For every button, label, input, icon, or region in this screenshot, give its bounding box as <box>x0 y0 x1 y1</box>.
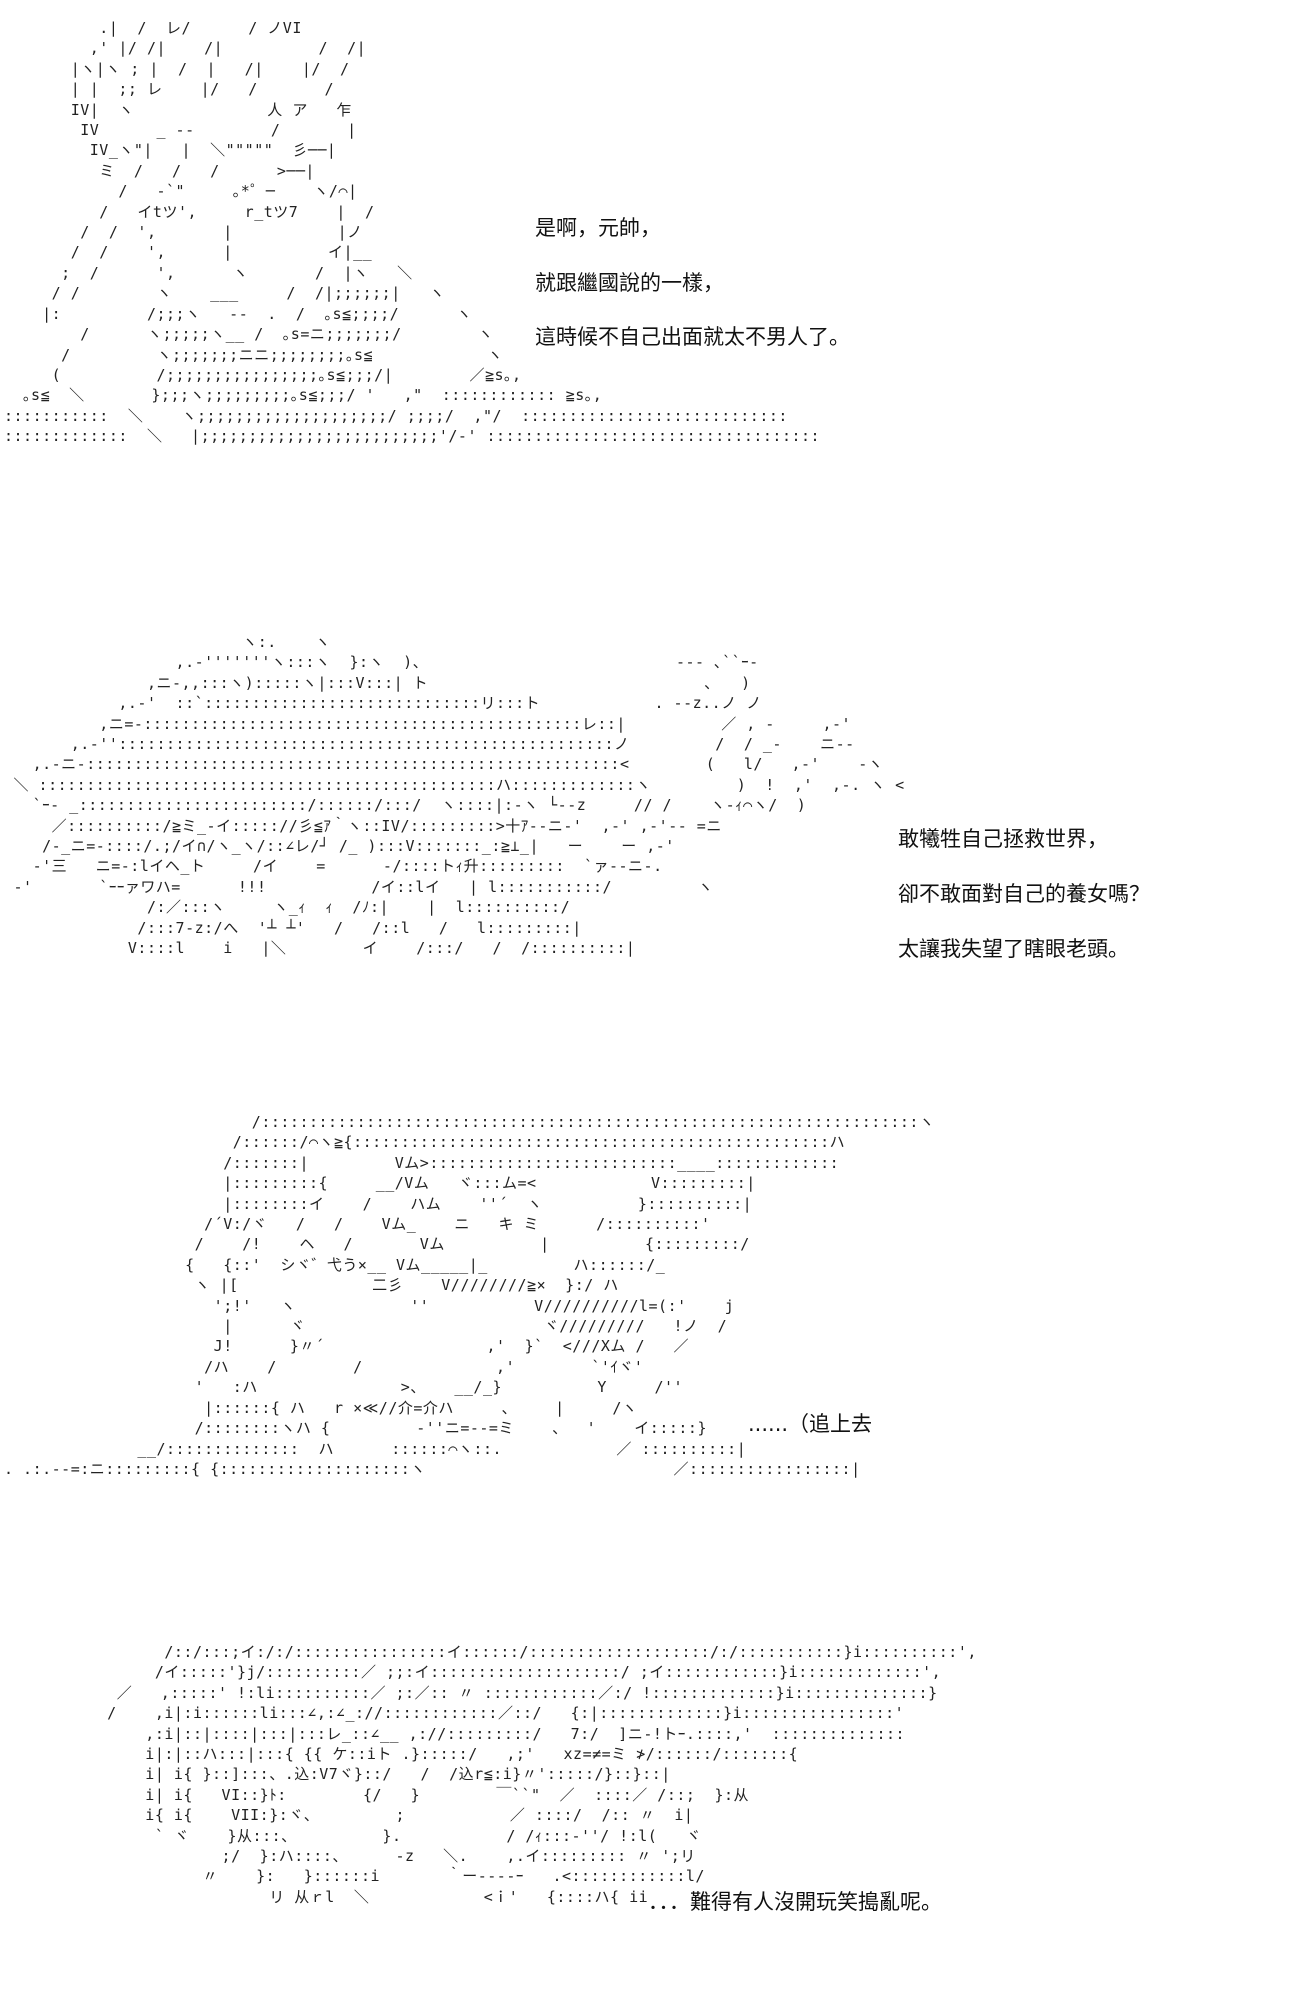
dialogue-line: ．．．難得有人沒開玩笑搗亂呢。 <box>648 1890 942 1914</box>
dialogue-line: 是啊，元帥， <box>535 216 661 240</box>
ascii-art-panel-3: /:::::::::::::::::::::::::::::::::::::::… <box>4 1113 935 1478</box>
ascii-art-panel-2: ヽ:. ヽ ,.-'''''''ヽ:::ヽ }:ヽ )、 --- ､``ｰ- ,… <box>13 633 905 958</box>
dialogue-line: 卻不敢面對自己的養女嗎？ <box>898 882 1150 906</box>
dialogue-line: 就跟繼國說的一樣， <box>535 271 724 295</box>
dialogue-line: 敢犧牲自己拯救世界， <box>898 827 1108 851</box>
dialogue-line: 太讓我失望了瞎眼老頭。 <box>898 937 1129 961</box>
ascii-art-panel-1: .| / レ/ / ノVI ,' |/ /| /| / /| |ヽ|ヽ ; | … <box>4 19 821 446</box>
dialogue-line: ......（追上去 <box>748 1412 873 1436</box>
dialogue-line: 這時候不自己出面就太不男人了。 <box>535 325 850 349</box>
ascii-art-panel-4: /::/:::;イ:/:/::::::::::::::::イ::::::/:::… <box>107 1643 977 1906</box>
